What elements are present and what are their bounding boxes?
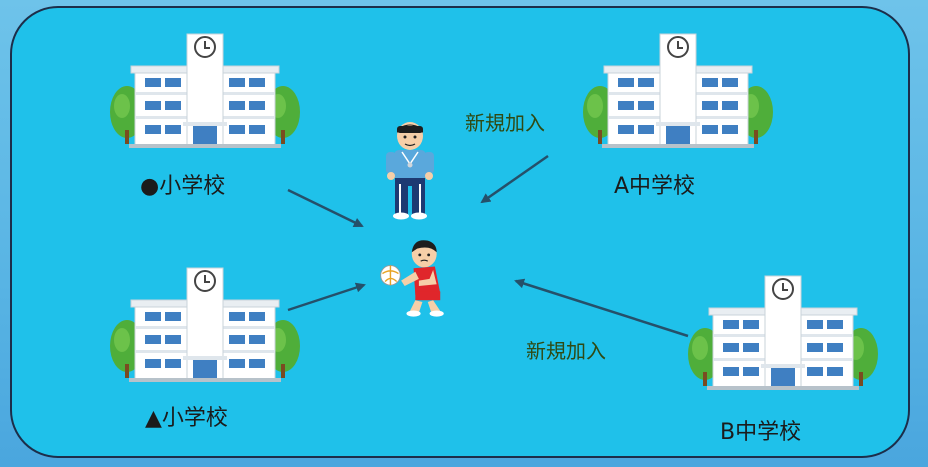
label-elementary-school-a: ●小学校 bbox=[140, 174, 226, 199]
school-building-icon bbox=[683, 272, 883, 392]
label-junior-high-b: B中学校 bbox=[720, 420, 802, 445]
volleyball-player-icon bbox=[378, 236, 458, 320]
label-elementary-school-b: ▲小学校 bbox=[145, 406, 228, 431]
coach-icon bbox=[380, 120, 440, 220]
school-building-icon bbox=[578, 30, 778, 150]
school-building-icon bbox=[105, 30, 305, 150]
label-new-join-b: 新規加入 bbox=[526, 339, 606, 363]
label-new-join-a: 新規加入 bbox=[465, 111, 545, 135]
label-junior-high-a: A中学校 bbox=[614, 174, 696, 199]
school-building-icon bbox=[105, 264, 305, 384]
